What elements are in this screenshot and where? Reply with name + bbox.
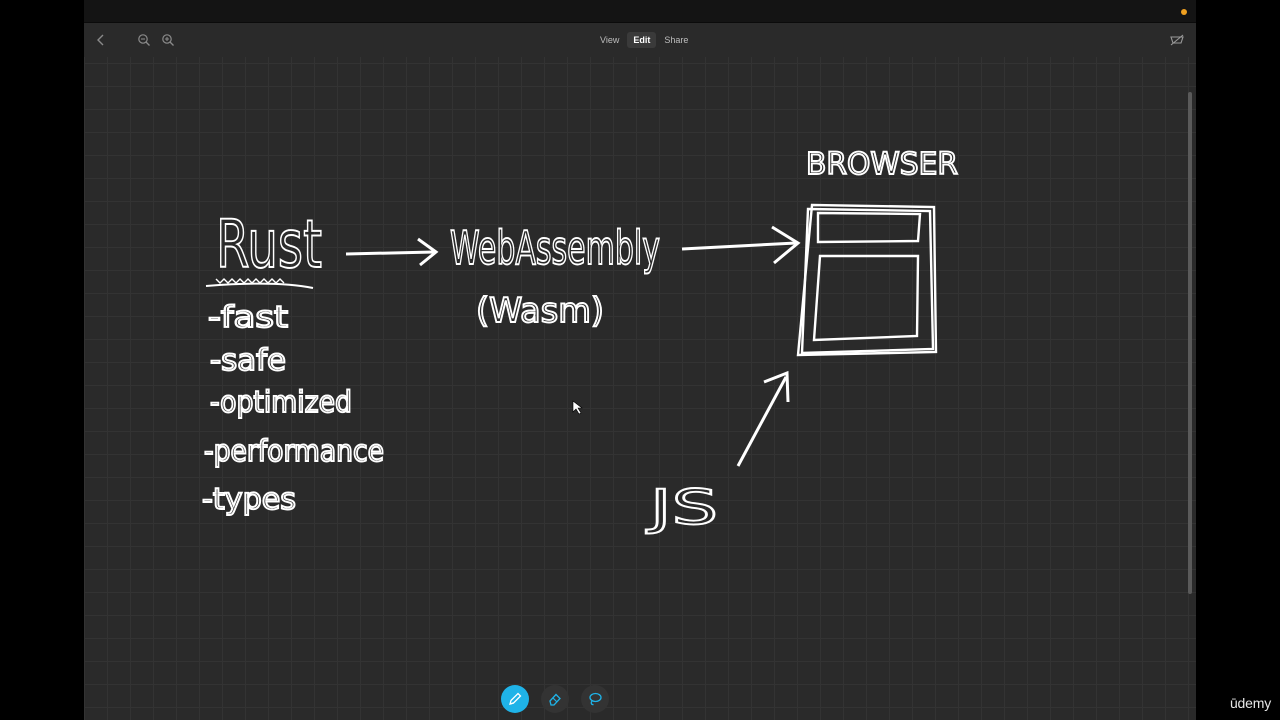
hide-toolbar-icon[interactable]: [1168, 31, 1186, 49]
recording-indicator: [1181, 9, 1187, 15]
rust-label: Rust: [216, 206, 322, 283]
drawing-canvas[interactable]: Rust -fast -safe -optimized -performance…: [84, 57, 1196, 720]
bullet-fast: -fast: [208, 300, 288, 334]
bullet-safe: -safe: [210, 343, 286, 377]
tab-view[interactable]: View: [600, 35, 620, 45]
browser-label: BROWSER: [806, 147, 958, 182]
lasso-icon[interactable]: [581, 685, 609, 713]
js-label: JS: [645, 480, 718, 536]
mouse-cursor: [572, 400, 583, 415]
wasm-label: (Wasm): [476, 291, 604, 331]
webassembly-label: WebAssembly: [450, 221, 660, 275]
vertical-scrollbar[interactable]: [1188, 92, 1192, 594]
zoom-out-icon[interactable]: [135, 31, 153, 49]
zoom-in-icon[interactable]: [159, 31, 177, 49]
bullet-performance: -performance: [204, 434, 384, 468]
back-chevron-icon[interactable]: [92, 31, 110, 49]
eraser-icon[interactable]: [541, 685, 569, 713]
mode-tabs: View Edit Share: [594, 32, 694, 48]
bullet-types: -types: [202, 482, 296, 516]
tab-share[interactable]: Share: [664, 35, 689, 45]
drawing-tools: [501, 685, 609, 713]
window-titlebar: [84, 0, 1196, 23]
browser-window-sketch: [796, 203, 938, 357]
top-toolbar: View Edit Share: [84, 23, 1196, 57]
whiteboard-app: View Edit Share Rust -fast -safe -optimi…: [84, 0, 1196, 720]
bullet-optimized: -optimized: [210, 385, 352, 419]
pen-icon[interactable]: [501, 685, 529, 713]
tab-edit[interactable]: Edit: [627, 32, 657, 48]
udemy-logo: ūdemy: [1229, 695, 1271, 711]
handwritten-notes: Rust -fast -safe -optimized -performance…: [201, 146, 959, 537]
